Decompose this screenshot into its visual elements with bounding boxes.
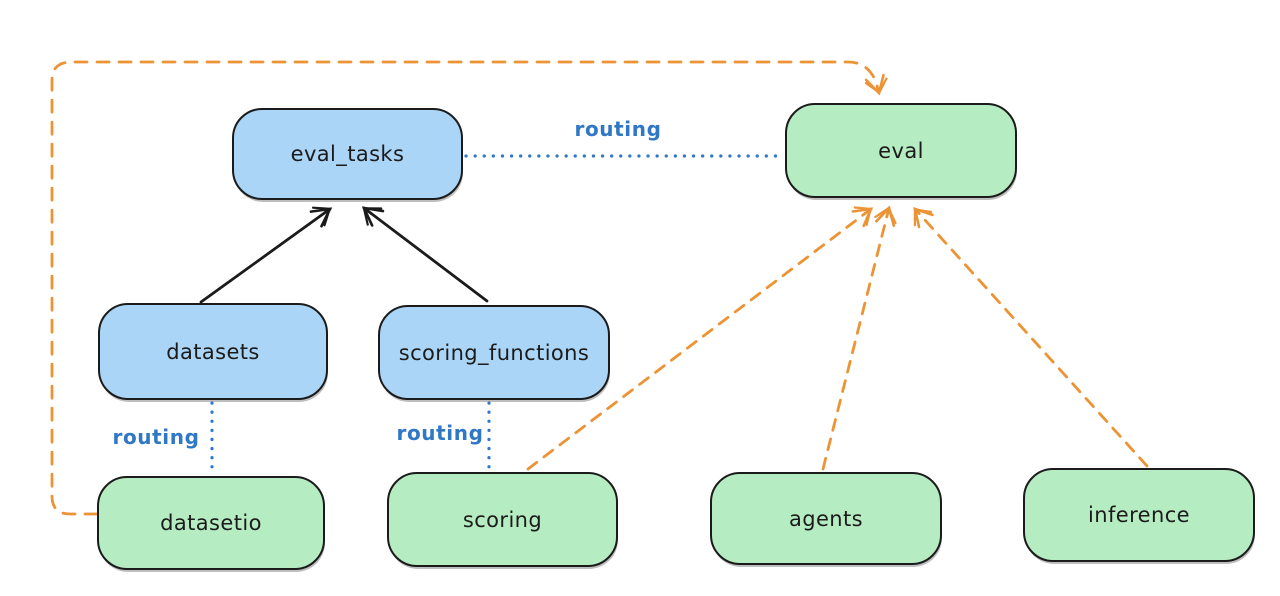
node-eval-label: eval bbox=[878, 138, 924, 163]
node-inference[interactable]: inference bbox=[1023, 468, 1255, 562]
node-datasets-label: datasets bbox=[166, 339, 260, 364]
edge-scoring-functions-to-eval-tasks bbox=[361, 206, 489, 303]
node-eval-tasks-label: eval_tasks bbox=[290, 142, 405, 166]
routing-label-scoring-functions-scoring: routing bbox=[396, 421, 484, 445]
node-datasetio[interactable]: datasetio bbox=[97, 476, 325, 570]
routing-label-datasets-datasetio: routing bbox=[112, 425, 200, 449]
node-scoring-functions-label: scoring_functions bbox=[398, 340, 590, 365]
node-inference-label: inference bbox=[1088, 503, 1190, 527]
node-agents[interactable]: agents bbox=[710, 472, 942, 565]
routing-label-eval-tasks-eval: routing bbox=[574, 117, 662, 141]
node-eval[interactable]: eval bbox=[785, 103, 1017, 198]
node-scoring-label: scoring bbox=[462, 507, 543, 532]
node-eval-tasks[interactable]: eval_tasks bbox=[232, 108, 463, 200]
edge-agents-to-eval bbox=[821, 205, 897, 471]
node-scoring-functions[interactable]: scoring_functions bbox=[378, 305, 610, 400]
node-scoring[interactable]: scoring bbox=[387, 472, 618, 567]
node-datasetio-label: datasetio bbox=[160, 511, 262, 535]
node-agents-label: agents bbox=[788, 506, 863, 531]
edge-inference-to-eval bbox=[913, 207, 1149, 468]
edge-datasetio-to-eval-loop bbox=[50, 60, 888, 516]
edge-scoring-to-eval bbox=[526, 206, 874, 471]
edge-datasets-to-eval-tasks bbox=[199, 206, 333, 304]
node-datasets[interactable]: datasets bbox=[98, 303, 328, 400]
